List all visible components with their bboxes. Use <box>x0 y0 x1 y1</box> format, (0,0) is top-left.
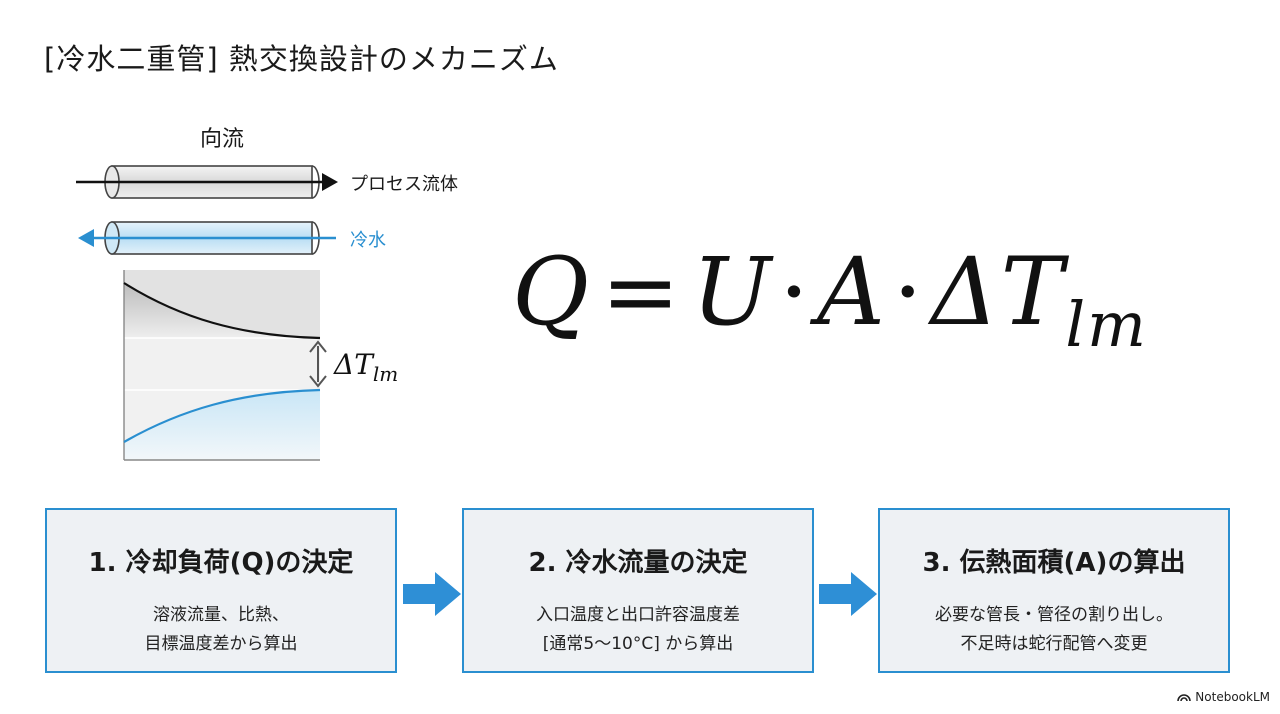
step-desc-line: 必要な管長・管径の割り出し。 <box>935 605 1173 625</box>
step-description: 溶液流量、比熱、 目標温度差から算出 <box>47 601 395 659</box>
step-arrow-icon <box>403 572 461 616</box>
formula-q: Q <box>512 238 592 347</box>
step-title: 1. 冷却負荷(Q)の決定 <box>88 548 354 578</box>
formula-dot-1: · <box>779 238 811 347</box>
step-desc-line: 入口温度と出口許容温度差 <box>536 605 740 625</box>
brand-name: NotebookLM <box>1195 690 1270 704</box>
water-label: 冷水 <box>350 230 386 251</box>
step-desc-line: 不足時は蛇行配管へ変更 <box>960 634 1148 654</box>
step-description: 必要な管長・管径の割り出し。 不足時は蛇行配管へ変更 <box>880 601 1228 659</box>
process-temp-curve <box>123 282 321 340</box>
step-arrow-icon <box>819 572 877 616</box>
step-desc-line: 目標温度差から算出 <box>144 634 298 654</box>
formula-a: A <box>816 238 887 347</box>
step-box-2: 2. 冷水流量の決定 入口温度と出口許容温度差 [通常5〜10°C] から算出 <box>462 508 814 673</box>
counterflow-diagram: 向流 プロセス流体 冷水 ΔTlm <box>76 127 458 461</box>
notebooklm-logo-icon <box>1177 694 1192 702</box>
step-box-1: 1. 冷却負荷(Q)の決定 溶液流量、比熱、 目標温度差から算出 <box>45 508 397 673</box>
step-desc-line: [通常5〜10°C] から算出 <box>542 634 734 654</box>
step-title: 3. 伝熱面積(A)の算出 <box>922 548 1186 578</box>
step-description: 入口温度と出口許容温度差 [通常5〜10°C] から算出 <box>464 601 812 659</box>
delta-t-double-arrow-icon <box>309 340 327 388</box>
formula-u: U <box>691 238 774 347</box>
process-fluid-label: プロセス流体 <box>350 174 458 195</box>
temperature-profile <box>123 270 321 461</box>
heat-transfer-formula: Q=U·A·ΔTlm <box>512 238 1148 361</box>
process-flow-arrow-icon <box>76 173 338 191</box>
water-flow-arrow-icon <box>78 229 336 247</box>
delta-t-subscript: lm <box>373 362 398 386</box>
water-temp-curve <box>123 388 321 443</box>
step-desc-line: 溶液流量、比熱、 <box>153 605 289 625</box>
formula-delta-t: ΔT <box>930 238 1066 347</box>
delta-t-label: ΔT <box>333 348 375 381</box>
notebooklm-watermark: NotebookLM <box>1177 690 1270 704</box>
formula-equals: = <box>601 238 682 347</box>
formula-subscript: lm <box>1065 288 1148 361</box>
page-title: [冷水二重管] 熱交換設計のメカニズム <box>44 42 559 76</box>
step-box-3: 3. 伝熱面積(A)の算出 必要な管長・管径の割り出し。 不足時は蛇行配管へ変更 <box>878 508 1230 673</box>
formula-dot-2: · <box>892 238 925 347</box>
svg-text:ΔTlm: ΔTlm <box>333 348 398 386</box>
flow-direction-label: 向流 <box>200 127 244 152</box>
step-title: 2. 冷水流量の決定 <box>528 548 748 578</box>
